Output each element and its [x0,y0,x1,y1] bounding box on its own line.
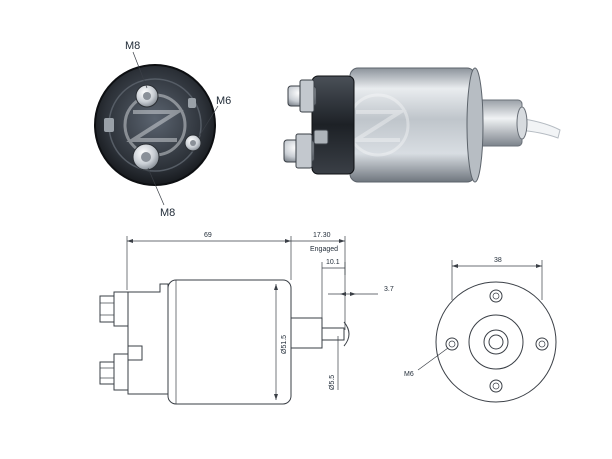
dim-plunger-diameter: Ø5.5 [329,375,336,390]
dim-plunger-gap: 10.1 [326,259,340,266]
plunger-housing [290,317,323,349]
label-bottom-terminal: M8 [160,207,175,219]
dim-body-diameter: Ø51.5 [281,335,288,354]
engaged-note: Engaged [310,246,338,253]
bolt-hole-right [535,337,549,351]
dim-stroke: 17.30 [313,232,331,239]
bolt-hole-bottom [489,379,503,393]
solenoid-can [349,67,476,183]
end-boss [468,314,524,370]
label-top-terminal: M8 [125,40,140,52]
plunger-rod [321,327,345,341]
end-plunger-bore [483,329,509,355]
lower-stud [99,361,115,385]
body-outline [167,279,292,405]
photo-side-view [283,67,561,183]
dim-bolt-spacing: 38 [494,257,502,264]
plunger-tail [517,117,561,139]
upper-stud [99,295,115,323]
bolt-hole-left [445,337,459,351]
end-outer-circle [435,281,557,403]
photo-end-view: M8 M6 M8 [94,40,231,219]
terminal-bracket [127,283,169,395]
drawing-side-view: 69 17.30 Engaged 10.1 3.7 [99,232,394,405]
solenoid-cap-side [311,75,355,175]
label-side-terminal: M6 [216,95,231,107]
dim-bolt-thread: M6 [404,371,414,378]
plunger-tip [343,321,350,347]
dim-length: 69 [204,232,212,239]
drawing-end-view: 38 M6 [404,257,557,403]
bolt-hole-top [489,289,503,303]
dim-plunger-tip: 3.7 [384,286,394,293]
